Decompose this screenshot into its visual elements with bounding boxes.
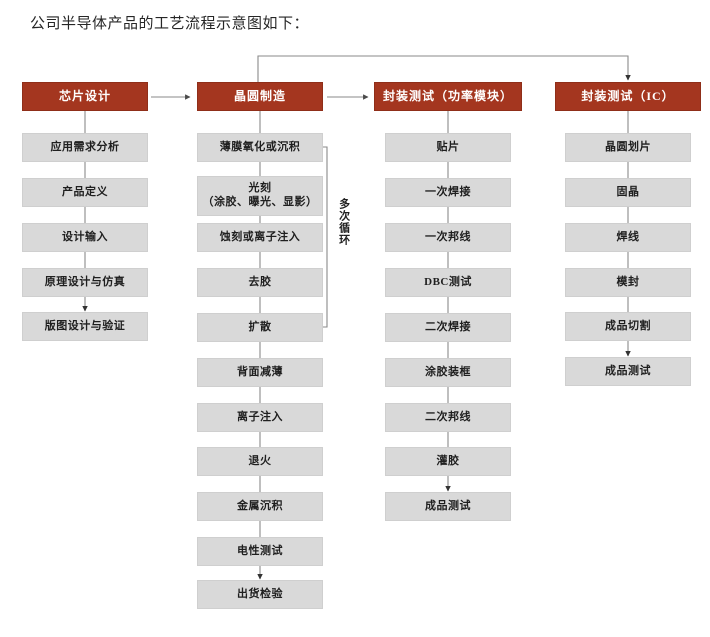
- step-ic-5[interactable]: 成品切割: [565, 312, 691, 341]
- step-wafer-fabrication-4[interactable]: 去胶: [197, 268, 323, 297]
- step-power-module-6[interactable]: 涂胶装框: [385, 358, 511, 387]
- header-chip-design[interactable]: 芯片设计: [22, 82, 148, 111]
- step-wafer-fabrication-2[interactable]: 光刻 （涂胶、曝光、显影）: [197, 176, 323, 216]
- header-wafer-fabrication[interactable]: 晶圆制造: [197, 82, 323, 111]
- step-wafer-fabrication-9[interactable]: 金属沉积: [197, 492, 323, 521]
- step-ic-2[interactable]: 固晶: [565, 178, 691, 207]
- step-wafer-fabrication-11[interactable]: 出货检验: [197, 580, 323, 609]
- step-wafer-fabrication-6[interactable]: 背面减薄: [197, 358, 323, 387]
- step-ic-6[interactable]: 成品测试: [565, 357, 691, 386]
- step-power-module-4[interactable]: DBC测试: [385, 268, 511, 297]
- header-package-test-ic[interactable]: 封装测试（IC）: [555, 82, 701, 111]
- step-wafer-fabrication-1[interactable]: 薄膜氧化或沉积: [197, 133, 323, 162]
- step-chip-design-1[interactable]: 应用需求分析: [22, 133, 148, 162]
- step-ic-4[interactable]: 模封: [565, 268, 691, 297]
- step-power-module-8[interactable]: 灌胶: [385, 447, 511, 476]
- step-wafer-fabrication-3[interactable]: 蚀刻或离子注入: [197, 223, 323, 252]
- loop-label-multiple-cycles: 多次循环: [337, 198, 350, 246]
- step-power-module-3[interactable]: 一次邦线: [385, 223, 511, 252]
- step-wafer-fabrication-8[interactable]: 退火: [197, 447, 323, 476]
- step-chip-design-3[interactable]: 设计输入: [22, 223, 148, 252]
- step-wafer-fabrication-5[interactable]: 扩散: [197, 313, 323, 342]
- step-ic-3[interactable]: 焊线: [565, 223, 691, 252]
- step-power-module-5[interactable]: 二次焊接: [385, 313, 511, 342]
- step-chip-design-4[interactable]: 原理设计与仿真: [22, 268, 148, 297]
- header-package-test-power-module[interactable]: 封装测试（功率模块）: [374, 82, 522, 111]
- step-power-module-7[interactable]: 二次邦线: [385, 403, 511, 432]
- caption-text: 公司半导体产品的工艺流程示意图如下：: [30, 16, 310, 32]
- step-chip-design-2[interactable]: 产品定义: [22, 178, 148, 207]
- step-wafer-fabrication-7[interactable]: 离子注入: [197, 403, 323, 432]
- step-chip-design-5[interactable]: 版图设计与验证: [22, 312, 148, 341]
- step-power-module-9[interactable]: 成品测试: [385, 492, 511, 521]
- step-wafer-fabrication-10[interactable]: 电性测试: [197, 537, 323, 566]
- step-power-module-1[interactable]: 贴片: [385, 133, 511, 162]
- step-ic-1[interactable]: 晶圆划片: [565, 133, 691, 162]
- step-power-module-2[interactable]: 一次焊接: [385, 178, 511, 207]
